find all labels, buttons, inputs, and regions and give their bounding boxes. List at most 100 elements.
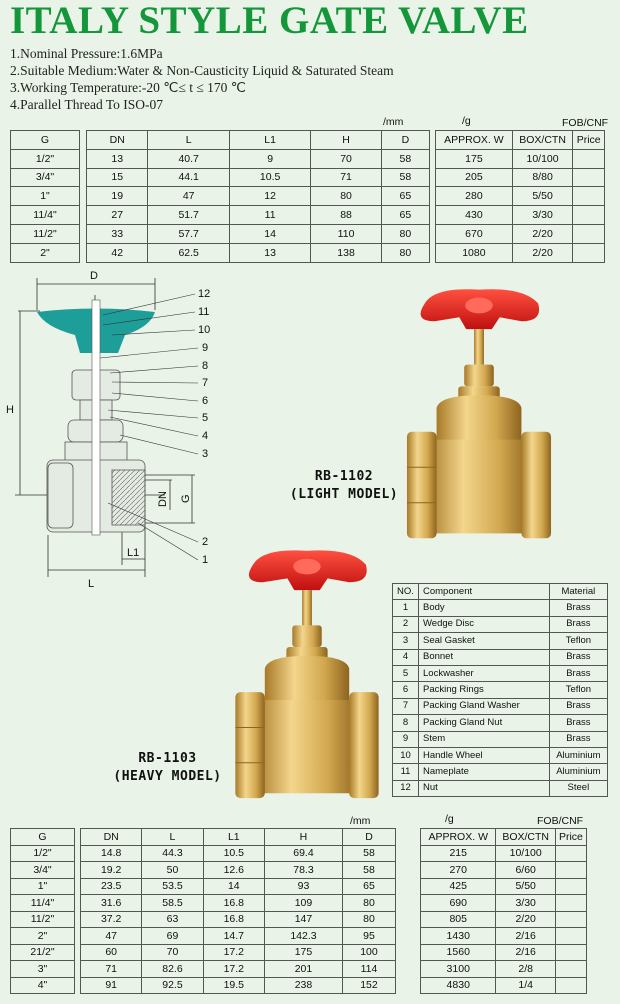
table-cell: 23.5 bbox=[79, 877, 143, 895]
table-cell: 2/20 bbox=[511, 223, 574, 244]
table-cell: 17.2 bbox=[202, 943, 265, 961]
part-number: 9 bbox=[392, 730, 419, 748]
material: Brass bbox=[548, 599, 609, 617]
material: Brass bbox=[548, 615, 609, 634]
part-number: 8 bbox=[392, 714, 419, 732]
material: Brass bbox=[548, 730, 609, 748]
table-cell: 142.3 bbox=[263, 927, 343, 945]
table-cell: 11/2" bbox=[10, 223, 80, 244]
spec-temperature: 3.Working Temperature:-20 ℃≤ t ≤ 170 ℃ bbox=[10, 80, 246, 95]
part-number: 7 bbox=[202, 377, 208, 389]
table-cell: 19.5 bbox=[202, 976, 265, 994]
column-header: BOX/CTN bbox=[511, 130, 574, 150]
part-number: 5 bbox=[392, 664, 419, 683]
table-cell bbox=[572, 205, 605, 225]
table-cell: 40.7 bbox=[147, 148, 230, 169]
dim-label-d: D bbox=[90, 270, 98, 282]
table-cell: 10/100 bbox=[511, 148, 574, 169]
column-header: NO. bbox=[392, 582, 419, 601]
table-cell: 21/2" bbox=[10, 943, 75, 961]
table-cell bbox=[554, 943, 588, 961]
table-cell: 15 bbox=[85, 167, 149, 188]
valve-cross-section-diagram: D H L L1 DN G 12 11 10 9 8 7 6 5 4 3 2 1 bbox=[6, 270, 210, 590]
table-cell: 3100 bbox=[419, 960, 497, 978]
table-cell: 175 bbox=[435, 148, 513, 169]
column-header: L bbox=[147, 130, 230, 150]
column-header: G bbox=[10, 130, 80, 150]
table-cell: 82.6 bbox=[141, 960, 204, 978]
table-cell: 14.8 bbox=[79, 844, 143, 862]
table-cell: 80 bbox=[310, 186, 382, 207]
table-cell: 238 bbox=[263, 976, 343, 994]
spec-list: 1.Nominal Pressure:1.6MPa 2.Suitable Med… bbox=[10, 45, 394, 113]
table-cell: 1" bbox=[10, 877, 75, 895]
table-cell: 1/4 bbox=[495, 976, 556, 994]
part-number: 10 bbox=[198, 324, 210, 336]
column-header: Price bbox=[572, 130, 605, 150]
part-number: 4 bbox=[202, 430, 208, 442]
table-cell: 13 bbox=[85, 148, 149, 169]
table-cell: 3/4" bbox=[10, 167, 80, 188]
table-cell: 11 bbox=[228, 205, 312, 225]
header-row: G bbox=[10, 130, 80, 150]
table-cell: 78.3 bbox=[263, 861, 343, 879]
table-cell: 19 bbox=[85, 186, 149, 207]
heavy-model-name: (HEAVY MODEL) bbox=[113, 769, 222, 784]
table-cell: 2/8 bbox=[495, 960, 556, 978]
part-number: 2 bbox=[392, 615, 419, 634]
spec-pressure: 1.Nominal Pressure:1.6MPa bbox=[10, 46, 163, 61]
table-cell: 5/50 bbox=[511, 186, 574, 207]
component-name: Packing Gland Nut bbox=[418, 714, 550, 732]
column-header: APPROX. W bbox=[419, 828, 497, 846]
table-cell: 58 bbox=[380, 167, 431, 188]
heavy-model-code: RB-1103 bbox=[138, 751, 197, 766]
unit-mm: /mm bbox=[383, 116, 404, 128]
table-cell: 80 bbox=[341, 894, 397, 912]
part-number: 2 bbox=[202, 536, 208, 548]
table-cell: 63 bbox=[141, 910, 204, 928]
table-cell bbox=[572, 242, 605, 263]
table-cell: 11/4" bbox=[10, 894, 75, 912]
dim-label-l: L bbox=[88, 578, 94, 590]
light-model-valve-photo bbox=[405, 280, 553, 545]
table-cell: 80 bbox=[341, 910, 397, 928]
table-cell: 152 bbox=[341, 976, 397, 994]
column-header: Material bbox=[548, 582, 609, 601]
table-cell: 2/16 bbox=[495, 927, 556, 945]
table-cell: 27 bbox=[85, 205, 149, 225]
table-cell: 80 bbox=[380, 242, 431, 263]
component-name: Nut bbox=[418, 779, 550, 798]
table-cell: 670 bbox=[435, 223, 513, 244]
column-header: APPROX. W bbox=[435, 130, 513, 150]
table-cell: 13 bbox=[228, 242, 312, 263]
table-cell: 14 bbox=[202, 877, 265, 895]
table-row: 3/4" bbox=[10, 167, 80, 188]
dim-label-h: H bbox=[6, 404, 14, 416]
heavy-model-label: RB-1103 (HEAVY MODEL) bbox=[105, 750, 230, 786]
table-row: 4" bbox=[10, 976, 75, 994]
dim-label-g: G bbox=[180, 494, 192, 503]
column-header: G bbox=[10, 828, 75, 846]
table-cell: 57.7 bbox=[147, 223, 230, 244]
material: Brass bbox=[548, 664, 609, 683]
header-row: G bbox=[10, 828, 75, 846]
table-row: 3/4" bbox=[10, 861, 75, 879]
table-cell: 71 bbox=[79, 960, 143, 978]
part-number: 7 bbox=[392, 697, 419, 716]
component-name: Nameplate bbox=[418, 763, 550, 781]
table-cell: 70 bbox=[141, 943, 204, 961]
